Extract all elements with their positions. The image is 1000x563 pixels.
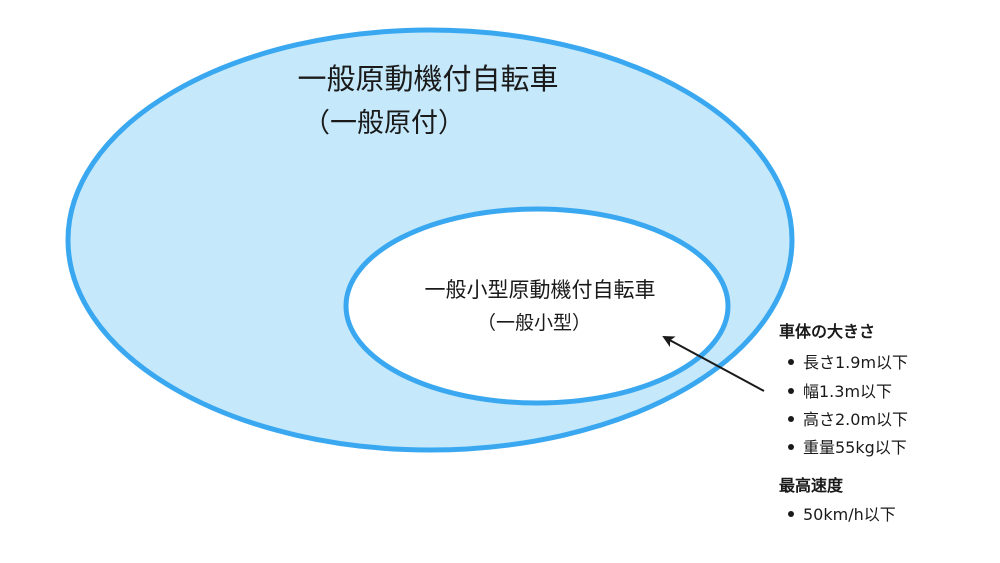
outer-subtitle: （一般原付） — [303, 108, 465, 139]
bullet — [788, 416, 794, 422]
bullet — [788, 444, 794, 450]
size-item-length: 長さ1.9m以下 — [803, 353, 908, 372]
speed-item-max: 50km/h以下 — [803, 505, 896, 524]
bullet — [788, 359, 794, 365]
inner-subtitle: （一般小型） — [477, 312, 591, 334]
bullet — [788, 511, 794, 517]
size-item-weight: 重量55kg以下 — [803, 438, 907, 457]
size-heading: 車体の大きさ — [779, 322, 875, 341]
speed-heading: 最高速度 — [779, 476, 844, 495]
bullet — [788, 388, 794, 394]
size-item-width: 幅1.3m以下 — [803, 382, 892, 401]
size-notes: 車体の大きさ 長さ1.9m以下 幅1.3m以下 高さ2.0m以下 重量55kg以… — [779, 322, 908, 457]
outer-title: 一般原動機付自転車 — [297, 62, 558, 96]
pointer-arrow — [662, 336, 765, 392]
speed-notes: 最高速度 50km/h以下 — [779, 476, 896, 524]
inner-ellipse — [343, 206, 731, 406]
inner-title: 一般小型原動機付自転車 — [425, 278, 656, 302]
size-item-height: 高さ2.0m以下 — [803, 410, 908, 429]
